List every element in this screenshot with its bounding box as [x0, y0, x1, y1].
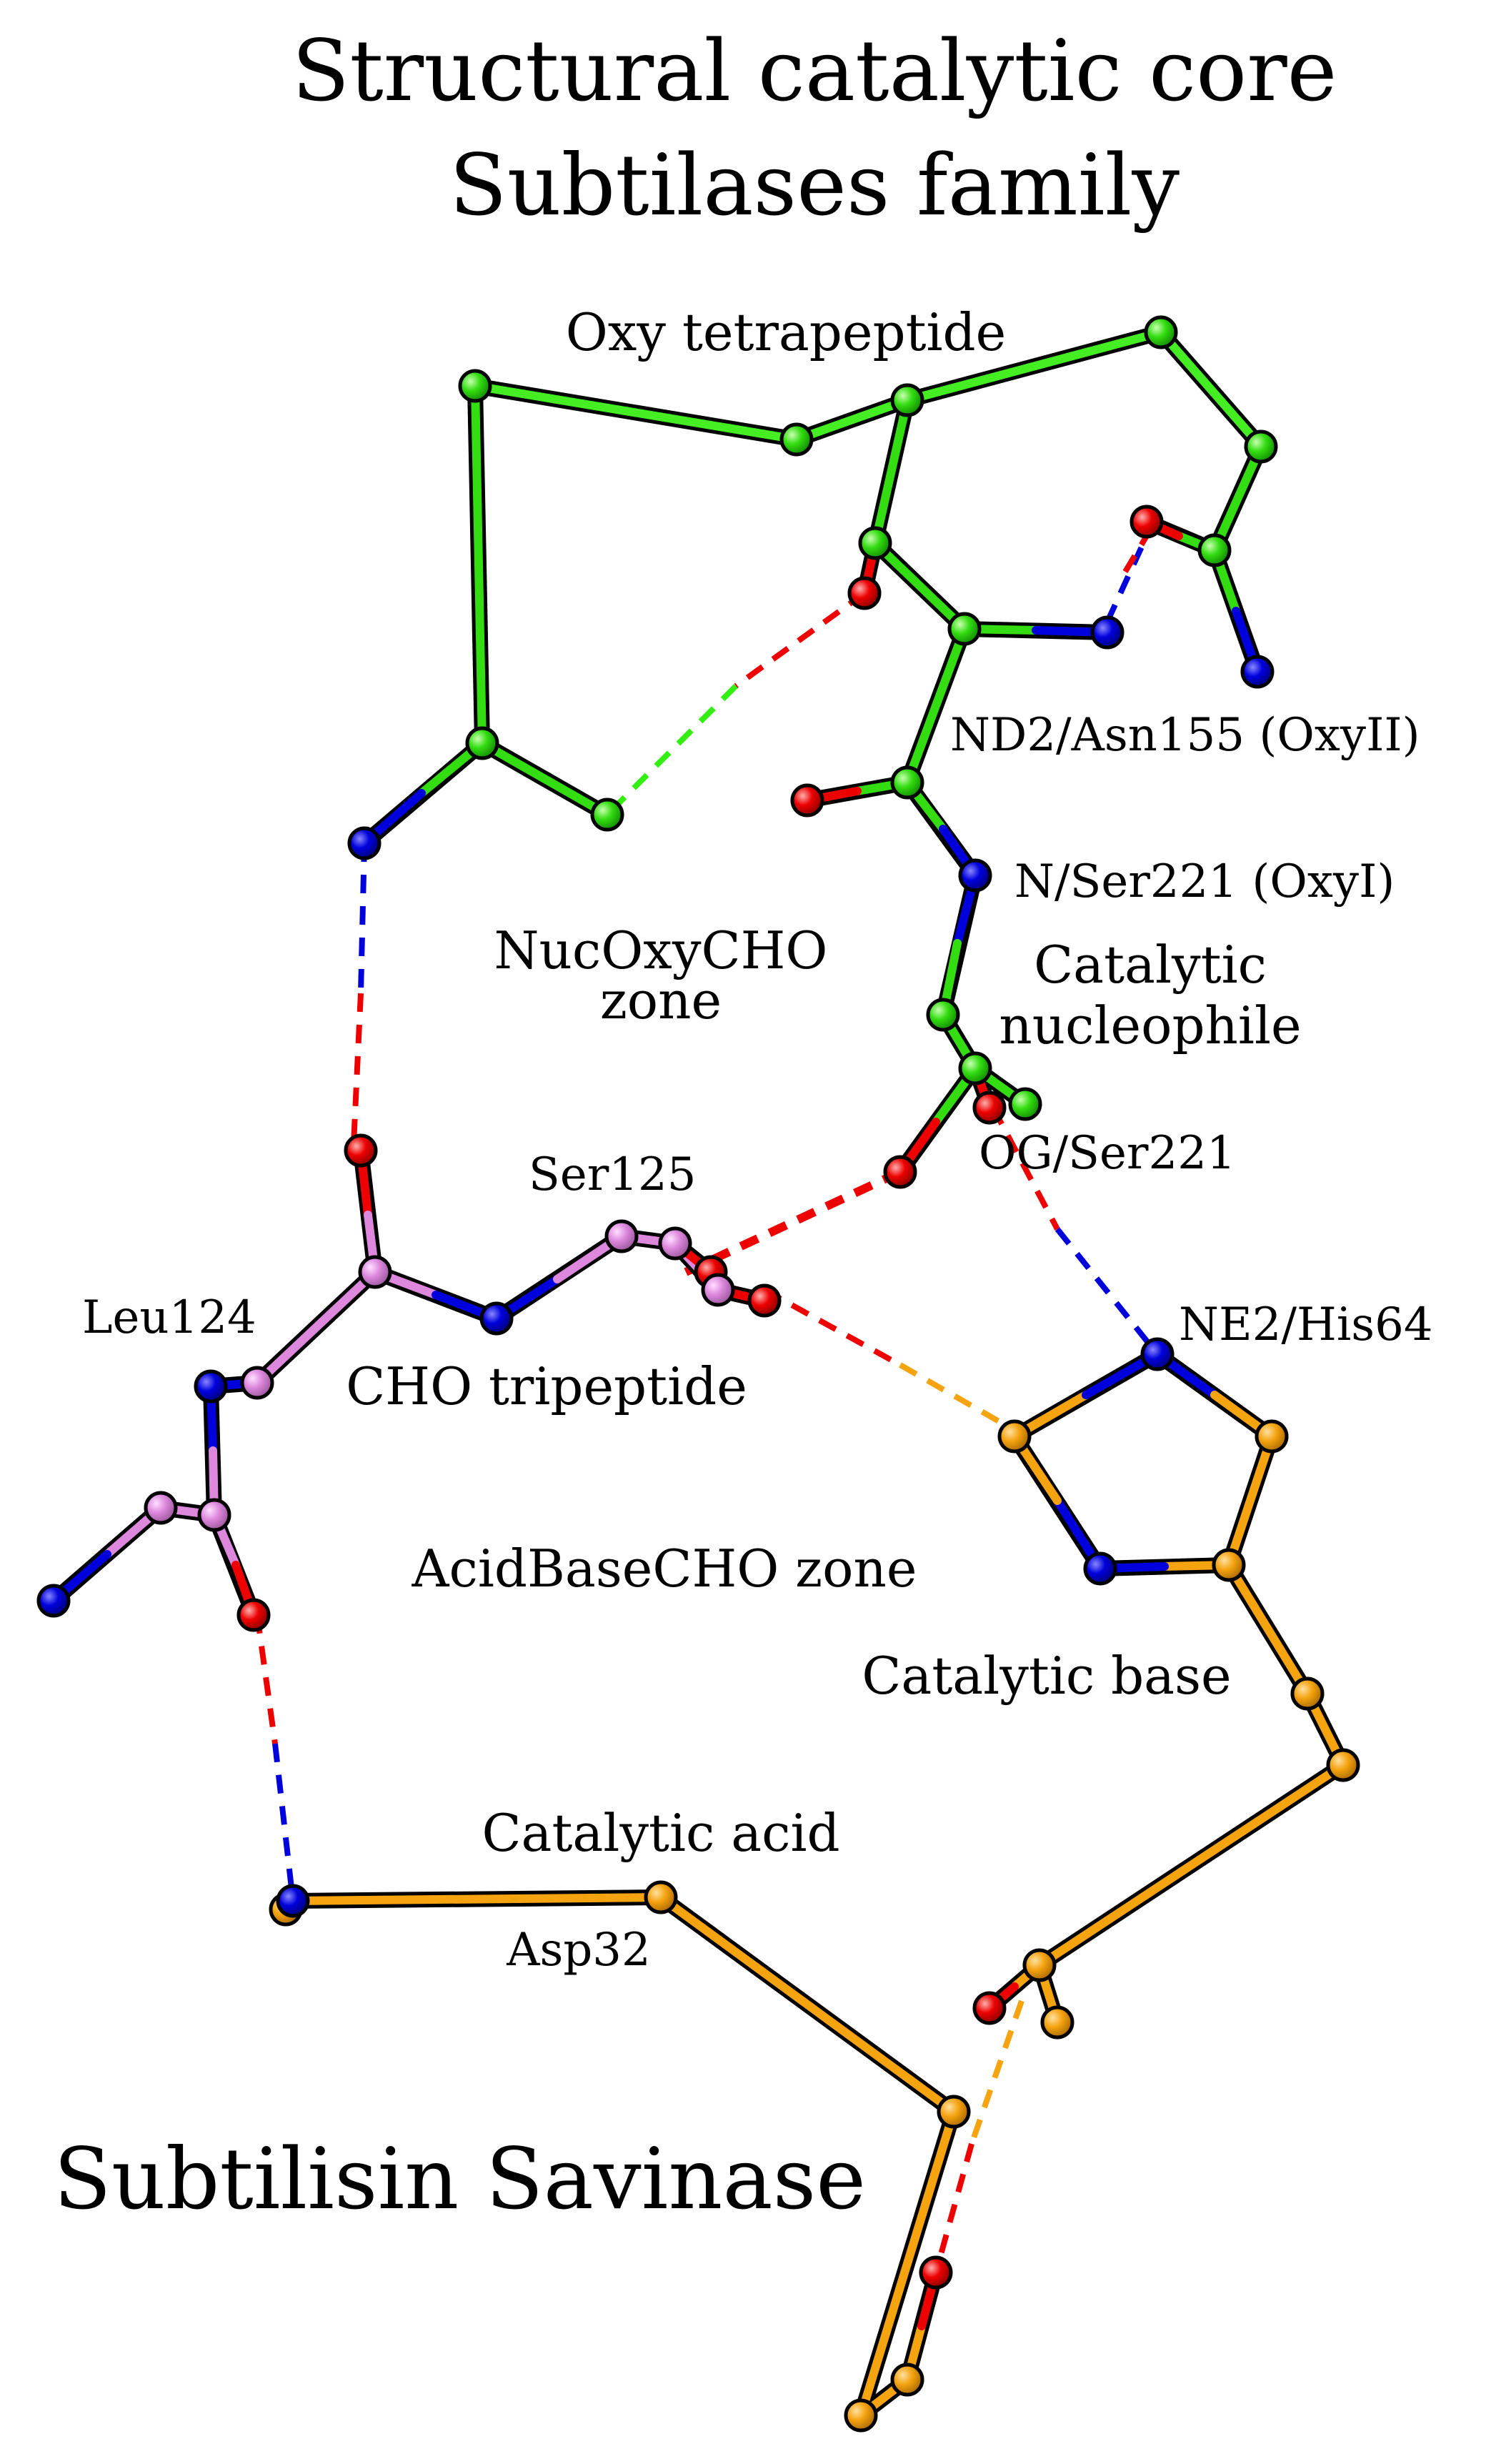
- atom-asp32-n: [276, 1884, 310, 1918]
- hbond-asp-base-2: [933, 2142, 974, 2274]
- atom-leu124-cb: [144, 1491, 178, 1525]
- atom-ser221-ca: [926, 998, 960, 1032]
- titles: Structural catalytic core Subtilases fam…: [54, 21, 1337, 2228]
- label-og-ser221: OG/Ser221: [979, 1127, 1236, 1180]
- hbond-asp-acid-2: [272, 1743, 296, 1902]
- hbond-ser221-his: [990, 1106, 1060, 1231]
- atom-his-c2: [1040, 2005, 1074, 2040]
- label-n-ser221: N/Ser221 (OxyI): [1014, 855, 1395, 908]
- atom-his-cd: [1255, 1419, 1289, 1454]
- atom-oxy-c2: [779, 422, 814, 457]
- hbond-leu-n: [358, 843, 367, 994]
- atom-cho-c1: [358, 1255, 392, 1289]
- label-nucoxycho-1: NucOxyCHO: [494, 920, 828, 980]
- atom-og-ser221: [972, 1091, 1007, 1125]
- atom-nd2-asn155: [1090, 615, 1124, 650]
- atom-leu124-ca: [197, 1498, 231, 1532]
- label-catalytic-acid: Catalytic acid: [482, 1803, 839, 1863]
- atom-asp32-od: [844, 2398, 878, 2433]
- atom-leu124-c: [240, 1366, 274, 1400]
- atom-ser125-c: [701, 1273, 735, 1307]
- atom-oxy-n1: [1240, 655, 1275, 689]
- label-asp32: Asp32: [506, 1924, 650, 1977]
- atom-oxy-c11: [890, 765, 924, 800]
- atom-ser221-o: [883, 1155, 917, 1189]
- hbond-leu-o: [351, 993, 364, 1144]
- atom-oxy-c8: [590, 798, 624, 832]
- atom-his-ce1: [997, 1419, 1032, 1454]
- hbond-ser221-his-2: [1054, 1227, 1160, 1356]
- atom-his-cg: [1212, 1548, 1246, 1582]
- atom-oxy-o1: [1130, 505, 1164, 539]
- atom-asp32-cb: [937, 2095, 971, 2129]
- atom-oxy-c1: [458, 369, 492, 403]
- atom-leu124-n: [194, 1369, 228, 1404]
- label-nd2-asn155: ND2/Asn155 (OxyII): [950, 709, 1420, 762]
- atom-oxy-o2: [847, 576, 882, 610]
- atoms: [36, 315, 1360, 2433]
- hbond-cho-his-2: [899, 1362, 1002, 1425]
- atom-asp32-cg: [890, 2363, 924, 2397]
- label-catalytic-base: Catalytic base: [862, 1646, 1231, 1706]
- atom-asp32-o: [919, 2255, 953, 2290]
- atom-oxy-n2: [347, 826, 382, 860]
- atom-oxy-c5: [1244, 429, 1278, 464]
- atom-ser125-cb: [658, 1226, 692, 1261]
- atom-his-c: [1022, 1948, 1057, 1982]
- label-acidbasecho-zone: AcidBaseCHO zone: [412, 1539, 917, 1599]
- title-line-2: Subtilases family: [449, 136, 1180, 234]
- atom-his-o: [972, 1991, 1007, 2025]
- atom-ser221-c: [958, 1051, 992, 1086]
- hbond-nucoxy-2: [605, 684, 738, 817]
- atom-leu124-n2: [36, 1584, 71, 1618]
- atom-oxy-c7: [465, 726, 499, 760]
- title-line-1: Structural catalytic core: [292, 21, 1337, 120]
- hydrogen-bonds: [254, 534, 1160, 2274]
- label-oxy-tetrapeptide: Oxy tetrapeptide: [566, 302, 1006, 362]
- atom-ser221-cb: [1008, 1087, 1042, 1121]
- hbond-cho-his: [763, 1287, 902, 1368]
- atom-oxy-c10: [947, 612, 982, 646]
- atom-oxy-c9: [858, 526, 892, 560]
- label-nucoxycho-2: zone: [600, 970, 722, 1030]
- atom-asp32-ca: [644, 1880, 678, 1914]
- atom-his-cb: [1290, 1676, 1325, 1711]
- atom-oxy-o3: [790, 783, 824, 818]
- labels: Oxy tetrapeptide ND2/Asn155 (OxyII) N/Se…: [82, 302, 1433, 1977]
- atom-oxy-c3: [890, 383, 924, 417]
- atom-ne2-his64: [1140, 1337, 1175, 1371]
- label-catalytic-nucleophile-2: nucleophile: [999, 995, 1301, 1055]
- hbond-ser125-og: [684, 1168, 902, 1276]
- atom-cho-n1: [479, 1301, 514, 1336]
- label-ser125: Ser125: [529, 1148, 696, 1201]
- atom-cho-o1: [344, 1133, 378, 1168]
- atom-ser125-ca: [604, 1219, 639, 1253]
- hbond-asn155-o: [1122, 534, 1150, 574]
- hbond-nucoxy-1: [734, 590, 867, 689]
- footer-title: Subtilisin Savinase: [54, 2130, 866, 2228]
- atom-ser125-o: [747, 1283, 782, 1318]
- atom-oxy-c6: [1197, 533, 1232, 567]
- hbond-asp-base: [969, 1999, 1024, 2145]
- atom-his-ca: [1326, 1748, 1360, 1782]
- label-cho-tripeptide: CHO tripeptide: [346, 1356, 747, 1416]
- atom-his-nd1: [1083, 1551, 1117, 1586]
- hbond-asp-acid: [254, 1614, 278, 1744]
- label-ne2-his64: NE2/His64: [1179, 1298, 1433, 1351]
- hbond-asn155-n-o: [1104, 535, 1150, 623]
- atom-n-ser221: [958, 858, 992, 893]
- label-catalytic-nucleophile-1: Catalytic: [1034, 935, 1267, 995]
- atom-oxy-c4: [1144, 315, 1178, 349]
- label-leu124: Leu124: [82, 1291, 256, 1344]
- atom-leu124-o: [236, 1598, 271, 1632]
